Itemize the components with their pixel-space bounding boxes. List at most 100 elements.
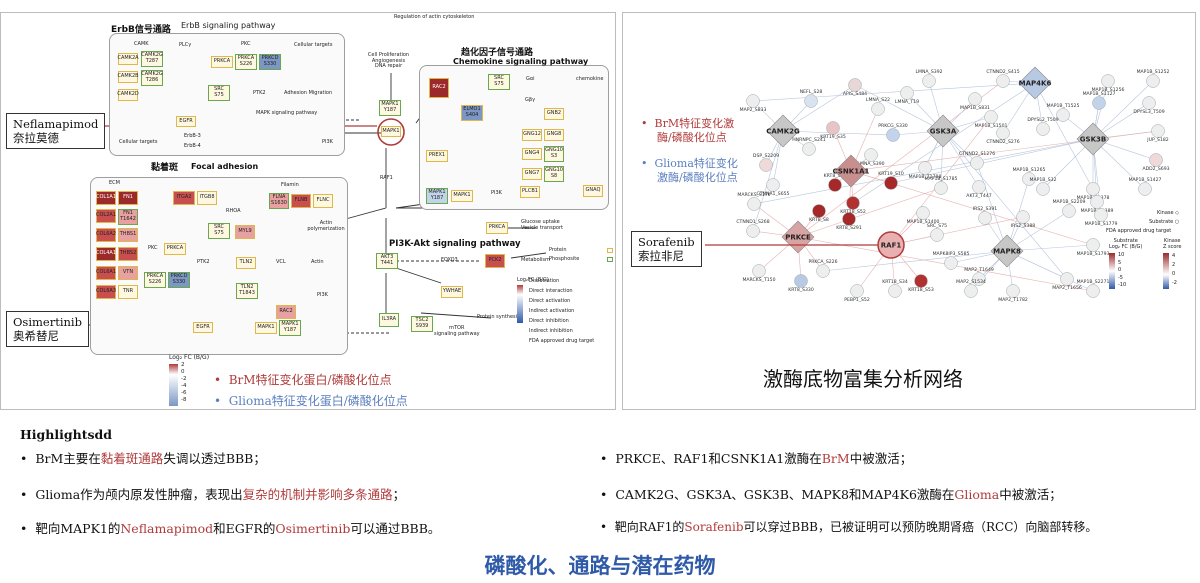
substrate-node[interactable]	[759, 158, 773, 172]
substrate-node[interactable]	[914, 274, 928, 288]
substrate-node[interactable]	[1086, 182, 1100, 196]
node-prkcd-s330[interactable]: PRKCD S330	[259, 54, 281, 70]
substrate-node[interactable]	[944, 256, 958, 270]
substrate-node[interactable]	[1060, 272, 1074, 286]
substrate-node[interactable]	[1006, 284, 1020, 298]
substrate-node[interactable]	[1092, 96, 1106, 110]
node-col1a1[interactable]: COL1A1	[96, 191, 116, 205]
substrate-node[interactable]	[972, 272, 986, 286]
substrate-node[interactable]	[1151, 124, 1165, 138]
substrate-node[interactable]	[1056, 108, 1070, 122]
node-elmo1-s404[interactable]: ELMO1 S404	[461, 105, 483, 121]
node-prkca-focal[interactable]: PRKCA	[164, 243, 186, 255]
substrate-node[interactable]	[816, 264, 830, 278]
substrate-node[interactable]	[846, 196, 860, 210]
node-fn1[interactable]: FN1	[118, 191, 138, 205]
node-src-s75-focal[interactable]: SRC S75	[208, 223, 230, 239]
substrate-node[interactable]	[964, 284, 978, 298]
substrate-node[interactable]	[746, 224, 760, 238]
substrate-node[interactable]	[984, 110, 998, 124]
node-tnr[interactable]: TNR	[118, 285, 138, 299]
node-mapk1-y187-focal[interactable]: MAPK1 Y187	[279, 320, 301, 336]
node-prkca-s226[interactable]: PRKCA S226	[235, 54, 257, 70]
node-src-s75-chemo[interactable]: SRC S75	[488, 74, 510, 90]
substrate-node[interactable]	[826, 121, 840, 135]
node-gnb2[interactable]: GNB2	[544, 108, 564, 120]
node-col4a1[interactable]: COL4A1	[96, 247, 116, 261]
node-egfr-target[interactable]: EGFR	[193, 322, 213, 333]
substrate-node[interactable]	[747, 197, 761, 211]
kinase-node-gsk3b[interactable]: GSK3B	[1076, 122, 1110, 156]
node-mapk1-focal[interactable]: MAPK1	[255, 322, 277, 334]
substrate-node[interactable]	[1036, 182, 1050, 196]
node-flnb[interactable]: FLNB	[291, 194, 311, 208]
substrate-node[interactable]	[794, 274, 808, 288]
node-tln2-t1843[interactable]: TLN2 T1843	[236, 283, 258, 299]
node-camk2g-t287[interactable]: CAMK2G T287	[141, 51, 163, 67]
node-gng8[interactable]: GNG8	[544, 129, 564, 141]
substrate-node[interactable]	[804, 94, 818, 108]
substrate-node[interactable]	[1022, 172, 1036, 186]
node-egfr[interactable]: EGFR	[176, 116, 196, 127]
substrate-node[interactable]	[918, 161, 932, 175]
substrate-node[interactable]	[996, 126, 1010, 140]
substrate-node[interactable]	[848, 78, 862, 92]
substrate-node[interactable]	[842, 212, 856, 226]
kinase-node-gsk3a[interactable]: GSK3A	[926, 114, 960, 148]
node-gng12[interactable]: GNG12	[522, 129, 542, 141]
kinase-node-camk2g[interactable]: CAMK2G	[766, 114, 800, 148]
node-ywhae[interactable]: YWHAE	[441, 286, 463, 298]
substrate-node[interactable]	[916, 206, 930, 220]
substrate-node[interactable]	[864, 148, 878, 162]
node-col6a1[interactable]: COL6A1	[96, 266, 116, 280]
substrate-node[interactable]	[1090, 195, 1104, 209]
node-mapk1-chemo[interactable]: MAPK1	[451, 190, 473, 202]
node-prex1[interactable]: PREX1	[426, 150, 448, 162]
substrate-node[interactable]	[978, 211, 992, 225]
node-mapk1-y187[interactable]: MAPK1 Y187	[379, 100, 401, 116]
node-pck2[interactable]: PCK2	[485, 254, 505, 268]
node-prkca-pi3k[interactable]: PRKCA	[486, 222, 508, 234]
substrate-node[interactable]	[1036, 122, 1050, 136]
node-prkca[interactable]: PRKCA	[211, 56, 233, 68]
substrate-node[interactable]	[1016, 210, 1030, 224]
substrate-node[interactable]	[1094, 208, 1108, 222]
kinase-node-csnk1a1[interactable]: CSNK1A1	[833, 154, 870, 188]
substrate-node[interactable]	[1062, 204, 1076, 218]
node-gng10-s3[interactable]: GNG10 S3	[544, 146, 564, 162]
node-myl9[interactable]: MYL9	[235, 225, 255, 239]
node-rac2-focal[interactable]: RAC2	[276, 305, 296, 319]
node-mapk1-y187-chemo[interactable]: MAPK1 Y187	[426, 188, 448, 204]
substrate-node[interactable]	[871, 102, 885, 116]
substrate-node[interactable]	[766, 178, 780, 192]
substrate-node[interactable]	[752, 264, 766, 278]
substrate-node[interactable]	[1149, 153, 1163, 167]
substrate-node[interactable]	[934, 181, 948, 195]
node-col6a2[interactable]: COL6A2	[96, 228, 116, 242]
substrate-node[interactable]	[1142, 96, 1156, 110]
node-camk2d[interactable]: CAMK2D	[117, 89, 139, 101]
node-gng4[interactable]: GNG4	[522, 148, 542, 160]
node-vtn[interactable]: VTN	[118, 266, 138, 280]
kinase-node-raf1[interactable]: RAF1	[877, 231, 905, 259]
node-prkca-s226-focal[interactable]: PRKCA S226	[144, 272, 166, 288]
node-itgb8[interactable]: ITGB8	[197, 191, 217, 205]
node-akt3-t441[interactable]: AKT3 T441	[376, 253, 398, 269]
node-gnaq[interactable]: GNAQ	[583, 185, 603, 197]
substrate-node[interactable]	[972, 180, 986, 194]
node-mapk1-target[interactable]: MAPK1	[381, 126, 401, 137]
substrate-node[interactable]	[812, 204, 826, 218]
node-rac2[interactable]: RAC2	[429, 78, 449, 98]
node-fn1-t1642[interactable]: FN1 T1642	[118, 209, 138, 225]
kinase-node-prkce[interactable]: PRKCE	[781, 220, 815, 254]
node-gng10-s8[interactable]: GNG10 S8	[544, 166, 564, 182]
substrate-node[interactable]	[1086, 284, 1100, 298]
node-camk2g-t286[interactable]: CAMK2G T286	[141, 70, 163, 86]
substrate-node[interactable]	[1101, 74, 1115, 88]
substrate-node[interactable]	[1086, 238, 1100, 252]
substrate-node[interactable]	[968, 92, 982, 106]
substrate-node[interactable]	[886, 128, 900, 142]
substrate-node[interactable]	[930, 228, 944, 242]
node-src-s75[interactable]: SRC S75	[208, 85, 230, 101]
substrate-node[interactable]	[888, 284, 902, 298]
